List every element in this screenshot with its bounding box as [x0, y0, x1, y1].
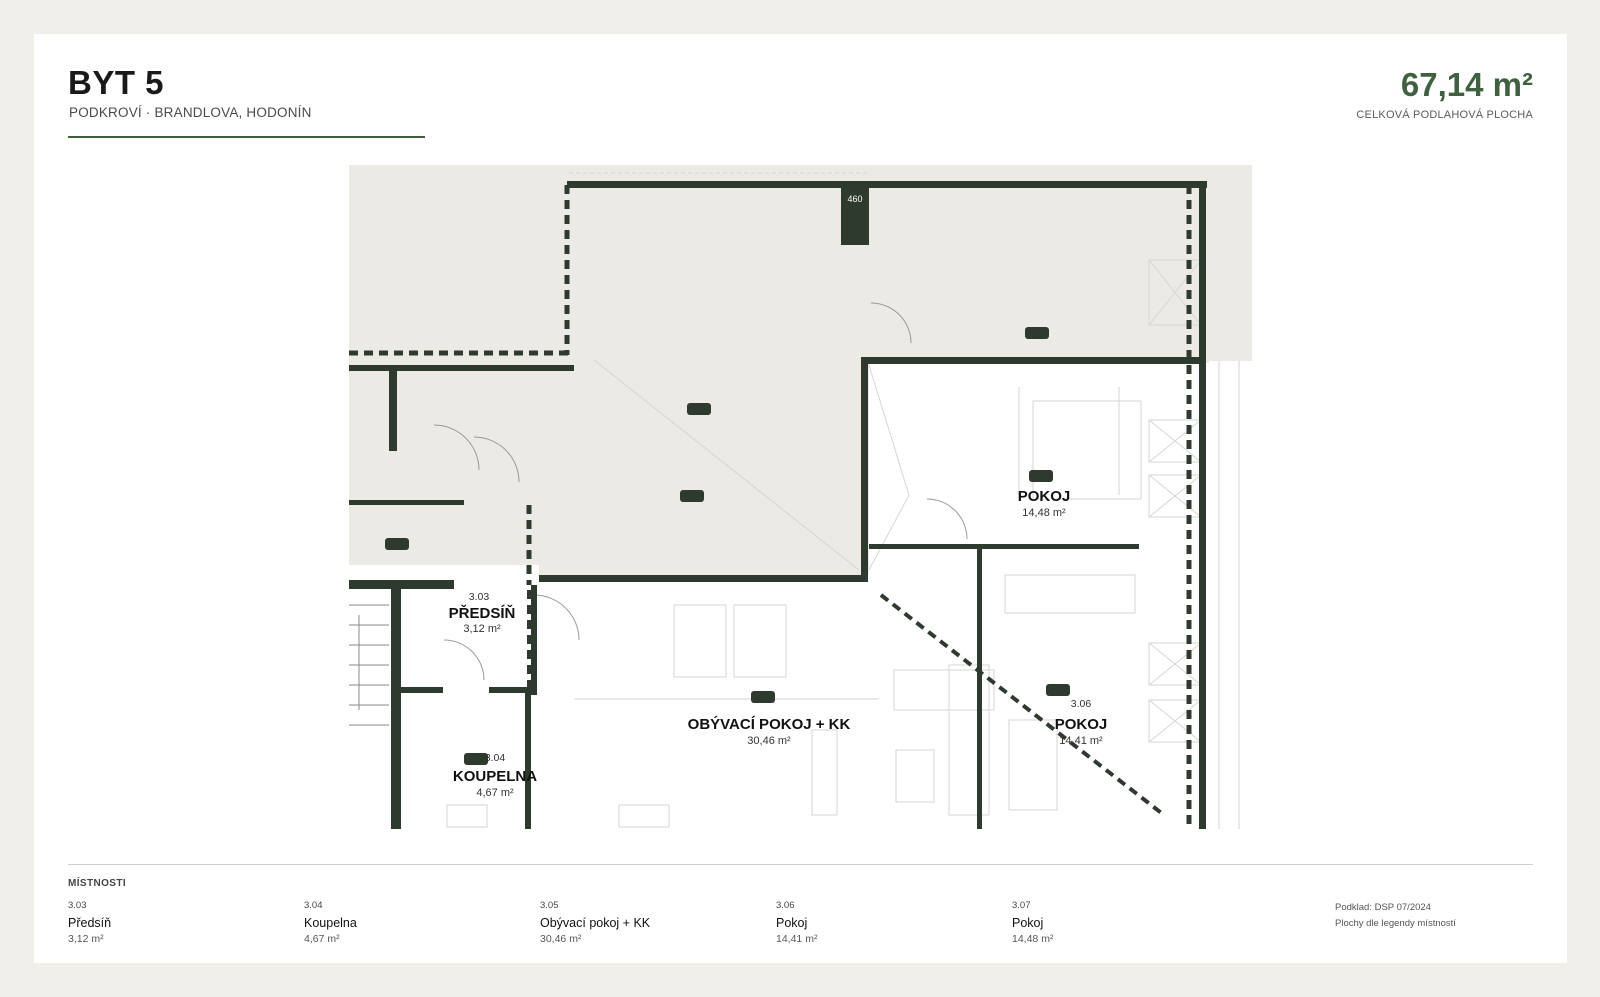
legend-item-number: 3.03 — [68, 900, 87, 911]
legend-item-number: 3.06 — [776, 900, 795, 911]
legend-item-name: Pokoj — [1012, 916, 1044, 930]
legend-item-number: 3.07 — [1012, 900, 1031, 911]
legend-item-area: 14,48 m² — [1012, 933, 1054, 945]
legend-item-number: 3.05 — [540, 900, 559, 911]
roof-area-shading — [349, 165, 1252, 575]
room-label-koupelna: KOUPELNA — [452, 768, 538, 785]
legend-item: 3.07 Pokoj 14,48 m² — [1012, 900, 1232, 945]
page-title: BYT 5 — [68, 64, 165, 101]
plan-notes: Podklad: DSP 07/2024 Plochy dle legendy … — [1335, 900, 1456, 932]
legend-item-name: Obývací pokoj + KK — [540, 916, 651, 930]
legend-heading: MÍSTNOSTI — [68, 878, 127, 889]
door-swings — [433, 302, 968, 681]
legend-item: 3.03 Předsíň 3,12 m² — [68, 900, 288, 945]
room-label-pokoj-3-06: POKOJ — [1054, 716, 1108, 733]
room-number-3-03: 3.03 — [468, 591, 490, 603]
legend-item-area: 3,12 m² — [68, 933, 104, 945]
note-legend: Plochy dle legendy místností — [1335, 918, 1456, 929]
legend-divider — [68, 864, 1533, 865]
legend-item-area: 4,67 m² — [304, 933, 340, 945]
note-source: Podklad: DSP 07/2024 — [1335, 902, 1431, 913]
legend-item-name: Koupelna — [304, 916, 357, 930]
room-area-pokoj-3-06: 14,41 m² — [1059, 735, 1103, 747]
legend-item-area: 14,41 m² — [776, 933, 818, 945]
room-label-pokoj-3-07: POKOJ — [1017, 488, 1071, 505]
room-area-predsin: 3,12 m² — [463, 623, 501, 635]
accent-divider — [68, 136, 425, 138]
room-area-obyvaci-pokoj: 30,46 m² — [747, 735, 791, 747]
chimney — [841, 191, 869, 245]
room-number-3-06: 3.06 — [1070, 698, 1092, 710]
room-label-predsin: PŘEDSÍŇ — [448, 605, 516, 622]
room-area-koupelna: 4,67 m² — [476, 787, 514, 799]
room-area-pokoj-3-07: 14,48 m² — [1022, 507, 1066, 519]
plan-sheet: BYT 5 PODKROVÍ · BRANDLOVA, HODONÍN 67,1… — [34, 34, 1567, 963]
legend-item: 3.05 Obývací pokoj + KK 30,46 m² — [540, 900, 760, 945]
chimney-label: 460 — [847, 194, 862, 204]
room-number-3-04: 3.04 — [484, 752, 506, 764]
legend-item-name: Pokoj — [776, 916, 808, 930]
staircase — [349, 604, 389, 726]
room-label-obyvaci-pokoj: OBÝVACÍ POKOJ + KK — [687, 716, 851, 733]
page-subtitle: PODKROVÍ · BRANDLOVA, HODONÍN — [69, 105, 312, 120]
total-area-value: 67,14 m² — [1400, 66, 1533, 103]
room-tags — [385, 327, 1070, 765]
total-area-label: CELKOVÁ PODLAHOVÁ PLOCHA — [1356, 109, 1533, 121]
legend-item: 3.06 Pokoj 14,41 m² — [776, 900, 996, 945]
floor-plan-drawing: 460 — [349, 165, 1252, 829]
legend-item: 3.04 Koupelna 4,67 m² — [304, 900, 524, 945]
legend-item-area: 30,46 m² — [540, 933, 582, 945]
legend-item-name: Předsíň — [68, 916, 112, 930]
roof-outlines — [349, 185, 1192, 829]
floor-plan: 460 — [349, 165, 1252, 829]
legend-item-number: 3.04 — [304, 900, 323, 911]
